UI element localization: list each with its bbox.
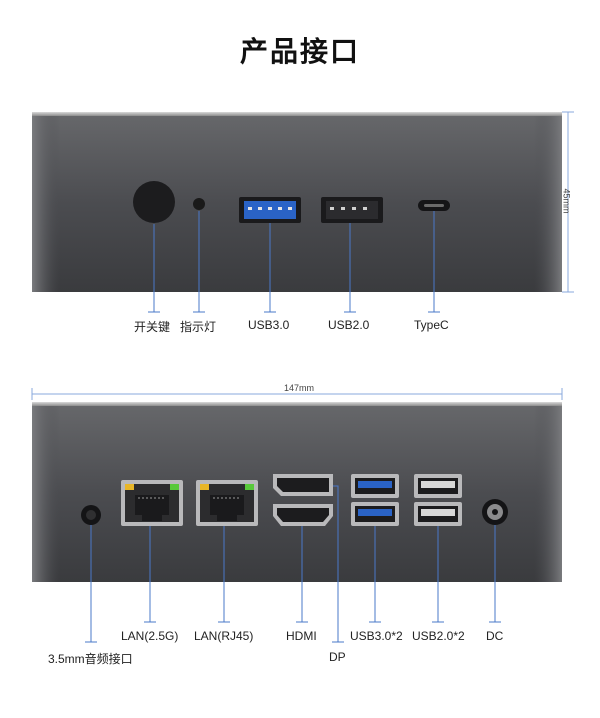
label-typec: TypeC [414, 318, 449, 332]
front-panel [32, 112, 562, 292]
rj45-port-icon[interactable] [121, 480, 183, 526]
label-hdmi: HDMI [286, 629, 317, 643]
height-dimension-label: 45mm [561, 188, 572, 214]
indicator-led-icon [193, 198, 205, 210]
dc-jack-icon[interactable] [482, 499, 508, 525]
label-lan-rj45: LAN(RJ45) [194, 629, 254, 643]
hdmi-port-icon[interactable] [273, 504, 333, 526]
usb3-port-icon[interactable] [239, 197, 301, 223]
rear-callout-lines [85, 485, 501, 643]
page-title: 产品接口 [239, 36, 360, 67]
rj45-port-icon[interactable] [196, 480, 258, 526]
label-usb2-x2: USB2.0*2 [412, 629, 465, 643]
typec-port-icon[interactable] [418, 200, 450, 211]
usb3-port-icon[interactable] [351, 474, 399, 526]
label-dc: DC [486, 629, 504, 643]
width-dimension-label: 147mm [281, 383, 318, 393]
label-power-button: 开关键 [134, 320, 171, 334]
usb2-port-icon[interactable] [414, 474, 462, 526]
width-dimension-line [31, 388, 563, 400]
label-indicator-light: 指示灯 [180, 320, 217, 334]
audio-jack-icon[interactable] [81, 505, 101, 525]
label-lan-2-5g: LAN(2.5G) [121, 629, 179, 643]
height-dimension-line [562, 111, 574, 293]
label-usb3-x2: USB3.0*2 [350, 629, 403, 643]
front-callout-lines [148, 211, 440, 313]
usb2-port-icon[interactable] [321, 197, 383, 223]
label-dp: DP [329, 650, 346, 664]
power-button-icon[interactable] [133, 181, 175, 223]
displayport-icon[interactable] [273, 474, 333, 496]
label-usb2: USB2.0 [328, 318, 370, 332]
label-usb3: USB3.0 [248, 318, 290, 332]
label-audio-jack: 3.5mm音频接口 [48, 652, 133, 666]
